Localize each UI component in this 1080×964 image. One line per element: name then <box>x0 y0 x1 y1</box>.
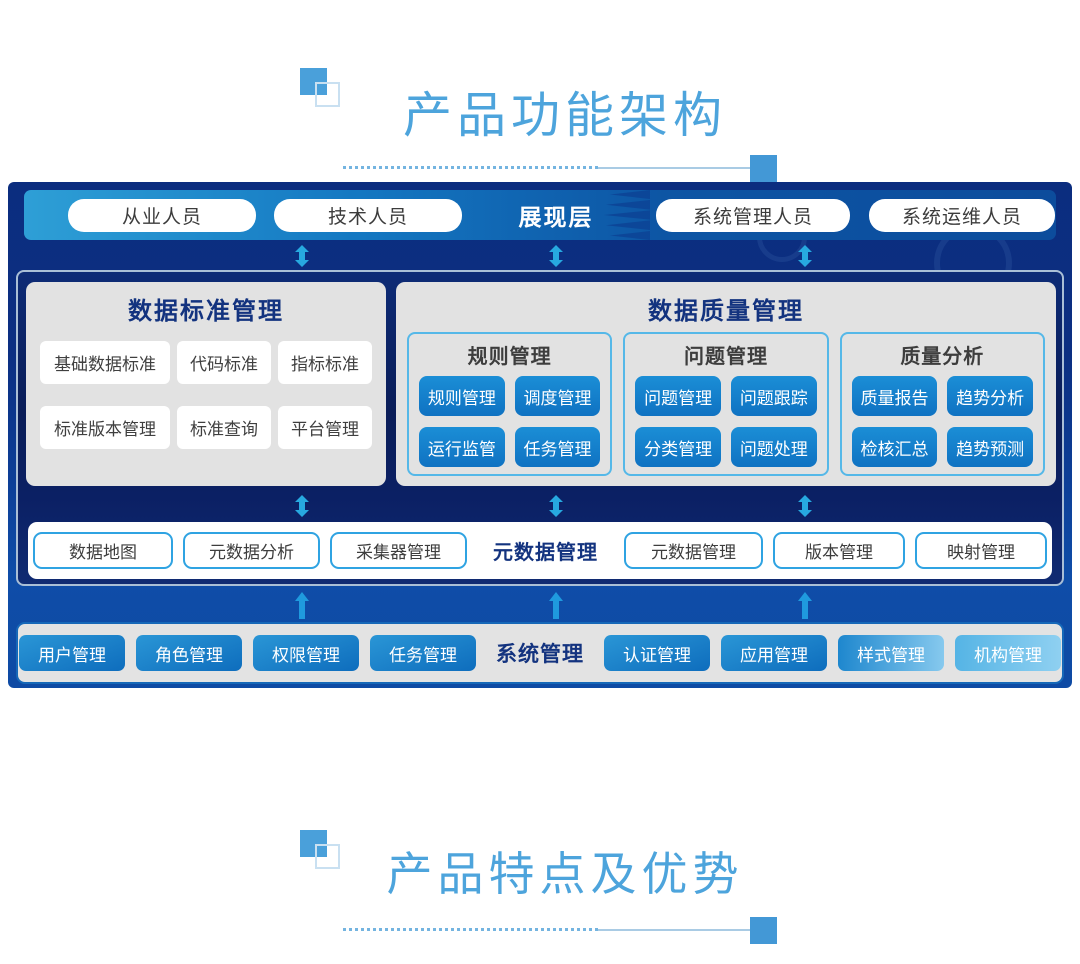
sys-item-user-mgmt: 用户管理 <box>19 635 125 671</box>
panel-title: 数据标准管理 <box>128 298 284 325</box>
section-title: 产品特点及优势 <box>386 848 744 900</box>
group-quality-analysis: 质量分析 质量报告 趋势分析 检核汇总 趋势预测 <box>839 332 1045 476</box>
system-mgmt-label: 系统管理 <box>496 643 584 666</box>
group-title: 规则管理 <box>467 346 552 368</box>
meta-item-version-mgmt: 版本管理 <box>773 532 905 569</box>
metadata-mgmt-label: 元数据管理 <box>493 542 598 564</box>
sys-item-role-mgmt: 角色管理 <box>136 635 242 671</box>
sys-item-auth-mgmt: 认证管理 <box>604 635 710 671</box>
group-title: 问题管理 <box>683 346 768 368</box>
double-arrow-icon <box>797 245 813 272</box>
sys-item-org-mgmt: 机构管理 <box>955 635 1061 671</box>
std-item-basic-data-standard: 基础数据标准 <box>40 341 170 384</box>
system-mgmt-bar: 用户管理 角色管理 权限管理 任务管理 系统管理 认证管理 应用管理 样式管理 … <box>16 622 1064 684</box>
solid-rule <box>598 167 750 169</box>
double-arrow-icon <box>294 245 310 272</box>
role-pill-system-operators: 系统运维人员 <box>869 198 1055 232</box>
sys-item-task-mgmt: 任务管理 <box>370 635 476 671</box>
quality-item-quality-report: 质量报告 <box>851 376 938 416</box>
double-arrow-icon <box>797 495 813 522</box>
quality-item-trend-forecast: 趋势预测 <box>947 427 1033 467</box>
up-arrow-icon <box>294 592 310 624</box>
page-title: 产品功能架构 <box>402 89 727 143</box>
quality-item-task-mgmt: 任务管理 <box>514 427 601 467</box>
title-underline-rule <box>343 154 777 184</box>
architecture-diagram: 从业人员 技术人员 展现层 系统管理人员 系统运维人员 <box>8 182 1072 688</box>
section-header-features: 产品特点及优势 <box>0 820 1080 944</box>
data-standard-items: 基础数据标准 代码标准 指标标准 标准版本管理 标准查询 平台管理 <box>26 326 386 449</box>
panel-title: 数据质量管理 <box>648 298 804 325</box>
group-rule-mgmt: 规则管理 规则管理 调度管理 运行监管 任务管理 <box>407 332 613 476</box>
double-arrow-icon <box>548 495 564 522</box>
rule-end-square <box>750 155 777 182</box>
quality-groups: 规则管理 规则管理 调度管理 运行监管 任务管理 问题管理 问题管理 问题跟踪 … <box>396 326 1056 476</box>
group-issue-mgmt: 问题管理 问题管理 问题跟踪 分类管理 问题处理 <box>623 332 829 476</box>
quality-item-category-mgmt: 分类管理 <box>635 427 721 467</box>
quality-item-issue-handling: 问题处理 <box>730 427 817 467</box>
quality-item-check-summary: 检核汇总 <box>851 427 938 467</box>
quality-item-issue-mgmt: 问题管理 <box>635 376 721 416</box>
std-item-code-standard: 代码标准 <box>177 341 271 384</box>
presentation-layer-label: 展现层 <box>518 204 594 230</box>
meta-item-metadata-mgmt: 元数据管理 <box>624 532 763 569</box>
solid-rule <box>598 929 750 931</box>
std-item-standard-query: 标准查询 <box>177 406 271 449</box>
presentation-layer-banner: 从业人员 技术人员 展现层 系统管理人员 系统运维人员 <box>24 190 1056 240</box>
quality-item-trend-analysis: 趋势分析 <box>947 376 1033 416</box>
panel-data-quality-mgmt: 数据质量管理 规则管理 规则管理 调度管理 运行监管 任务管理 问题管理 问题管… <box>396 282 1056 486</box>
title-underline-rule <box>343 916 777 946</box>
metadata-mgmt-bar: 数据地图 元数据分析 采集器管理 元数据管理 元数据管理 版本管理 映射管理 <box>28 522 1052 579</box>
title-deco-square-solid <box>300 68 327 95</box>
role-pill-system-admins: 系统管理人员 <box>656 198 850 232</box>
sys-item-style-mgmt: 样式管理 <box>838 635 944 671</box>
std-item-version-mgmt: 标准版本管理 <box>40 406 170 449</box>
zigzag-icon <box>604 190 650 240</box>
meta-item-mapping-mgmt: 映射管理 <box>915 532 1047 569</box>
sys-item-permission-mgmt: 权限管理 <box>253 635 359 671</box>
std-item-platform-mgmt: 平台管理 <box>278 406 372 449</box>
double-arrow-icon <box>548 245 564 272</box>
quality-item-issue-tracking: 问题跟踪 <box>730 376 817 416</box>
rule-end-square <box>750 917 777 944</box>
title-deco-square-solid <box>300 830 327 857</box>
dotted-rule <box>343 928 598 931</box>
section-header-architecture: 产品功能架构 <box>0 58 1080 182</box>
role-pill-practitioners: 从业人员 <box>68 198 256 232</box>
quality-item-rule-mgmt: 规则管理 <box>419 376 505 416</box>
title-deco-square-outline <box>315 82 340 107</box>
title-deco-square-outline <box>315 844 340 869</box>
role-pill-technical-staff: 技术人员 <box>274 198 462 232</box>
meta-item-metadata-analysis: 元数据分析 <box>183 532 320 569</box>
up-arrow-icon <box>797 592 813 624</box>
up-arrow-icon <box>548 592 564 624</box>
double-arrow-icon <box>294 495 310 522</box>
meta-item-collector-mgmt: 采集器管理 <box>330 532 467 569</box>
quality-item-schedule-mgmt: 调度管理 <box>514 376 601 416</box>
group-title: 质量分析 <box>900 346 985 368</box>
meta-item-data-map: 数据地图 <box>33 532 173 569</box>
dotted-rule <box>343 166 598 169</box>
std-item-indicator-standard: 指标标准 <box>278 341 372 384</box>
sys-item-app-mgmt: 应用管理 <box>721 635 827 671</box>
quality-item-operation-supervision: 运行监管 <box>419 427 505 467</box>
panel-data-standard-mgmt: 数据标准管理 基础数据标准 代码标准 指标标准 标准版本管理 标准查询 平台管理 <box>26 282 386 486</box>
